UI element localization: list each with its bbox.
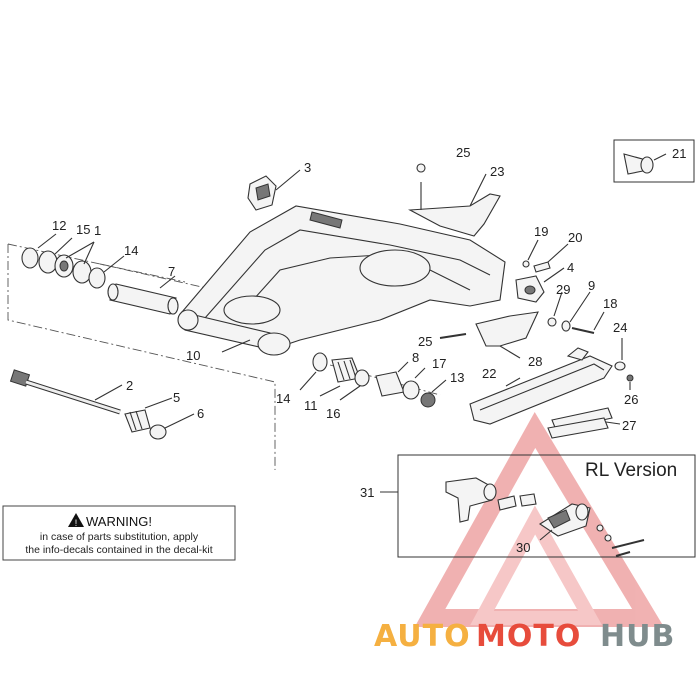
callout-2: 2 [126,378,133,393]
callout-23: 23 [490,164,504,179]
callout-21: 21 [672,146,686,161]
callout-22: 22 [482,366,496,381]
callout-19: 19 [534,224,548,239]
callout-30: 30 [516,540,530,555]
callout-11: 11 [304,398,318,413]
callout-10: 10 [186,348,200,363]
callout-20: 20 [568,230,582,245]
warning-line-1: in case of parts substitution, apply [40,531,199,543]
pivot-bearings [21,233,125,289]
callout-15: 15 [76,222,90,237]
callout-7: 7 [168,264,175,279]
part-7-tube [107,275,179,315]
callout-25b: 25 [418,334,432,349]
callout-8: 8 [412,350,419,365]
callout-27: 27 [622,418,636,433]
callout-29: 29 [556,282,570,297]
callout-4: 4 [567,260,574,275]
part-27-decals [547,407,621,439]
callout-24: 24 [613,320,627,335]
parts-28-29-9-18 [439,291,605,359]
rl-version-label: RL Version [585,460,677,481]
watermark-text: AUTO MOTO HUB [374,619,675,654]
callout-26: 26 [624,392,638,407]
watermark-triangle [414,412,664,627]
callout-14a: 14 [124,243,138,258]
parts-5-6 [124,397,195,440]
right-pivot-parts [221,339,447,408]
callout-14b: 14 [276,391,290,406]
watermark-auto: AUTO [374,619,471,654]
callout-25a: 25 [456,145,470,160]
callout-9: 9 [588,278,595,293]
callout-28: 28 [528,354,542,369]
callout-6: 6 [197,406,204,421]
watermark-hub: HUB [600,619,675,654]
callout-3: 3 [304,160,311,175]
part-2-shaft [9,369,123,415]
part-22-slider [469,347,613,425]
warning-line-2: the info-decals contained in the decal-k… [25,544,212,556]
part-23-guard [408,163,501,237]
warning-title: WARNING! [86,514,152,529]
parts-19-20-4 [515,239,569,303]
callout-labels: 1 2 3 4 5 6 7 8 9 10 11 12 13 14 14 15 1… [52,145,686,555]
warning-box: ! [2,505,236,561]
svg-text:!: ! [75,518,78,528]
callout-17: 17 [432,356,446,371]
part-3-block [247,169,301,211]
watermark-moto: MOTO [476,619,581,654]
swingarm [177,205,506,356]
rl-version-box [380,454,696,558]
parts-24-26 [614,338,634,390]
callout-16: 16 [326,406,340,421]
callout-13: 13 [450,370,464,385]
callout-18: 18 [603,296,617,311]
callout-31: 31 [360,485,374,500]
callout-5: 5 [173,390,180,405]
callout-12: 12 [52,218,66,233]
part-21-box [613,139,695,183]
callout-1: 1 [94,223,101,238]
